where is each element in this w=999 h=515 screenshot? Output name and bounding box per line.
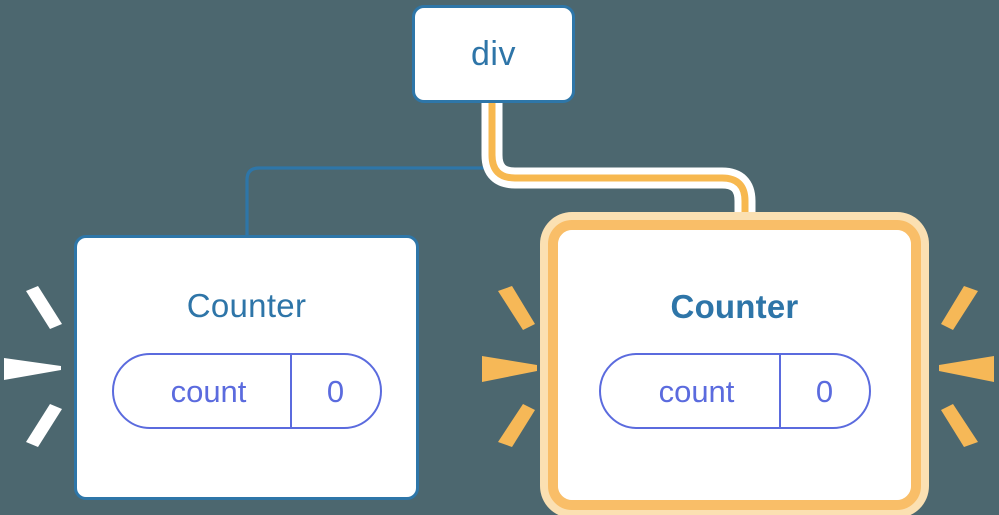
node-counter-left[interactable]: Counter count 0 [74,235,419,500]
edge-div-to-counter-left [245,101,494,238]
sparkle-ray-icon [26,404,62,447]
prop-pill-count: count 0 [598,353,871,429]
node-counter-left-title: Counter [186,287,307,324]
node-div-title: div [471,35,516,73]
sparkle-ray-icon [4,358,61,380]
sparkle-group-left [4,283,74,453]
sparkle-ray-icon [941,286,978,330]
sparkle-ray-icon [498,286,535,330]
prop-value-count: 0 [289,355,380,427]
node-counter-right-highlighted[interactable]: Counter count 0 [548,220,921,510]
sparkle-group-right [930,283,999,453]
prop-value-count: 0 [778,355,869,427]
node-counter-right-title: Counter [670,288,799,325]
node-div[interactable]: div [412,5,575,103]
sparkle-ray-icon [939,356,994,382]
edge-halo-div-to-counter-right [481,103,756,232]
sparkle-ray-icon [498,404,535,447]
sparkle-ray-icon [26,286,62,329]
prop-pill-count: count 0 [111,353,382,429]
edge-div-to-counter-right [488,103,749,232]
sparkle-group-middle [482,283,552,453]
prop-name-count: count [658,373,735,409]
sparkle-ray-icon [941,404,978,447]
sparkle-ray-icon [482,356,537,382]
prop-name-count: count [170,373,247,409]
